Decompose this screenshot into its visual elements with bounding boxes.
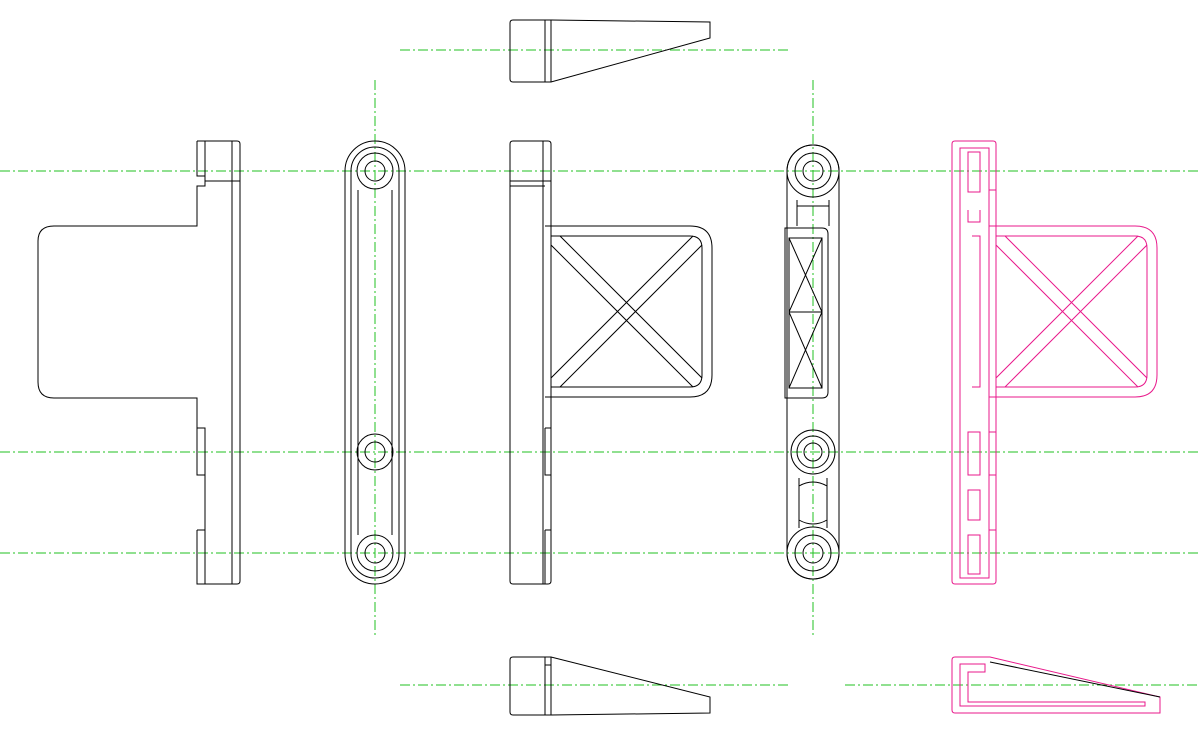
section-body-inner bbox=[959, 147, 990, 579]
centerlines bbox=[0, 49, 1200, 686]
end-view-bracket-inner bbox=[788, 237, 823, 389]
pivot-hole-mid bbox=[356, 433, 394, 471]
bracket-view-tab-top bbox=[510, 180, 551, 187]
section-edge-inner bbox=[959, 663, 1146, 707]
section-notch-low bbox=[967, 489, 981, 575]
end-view-hole-top bbox=[786, 144, 840, 198]
pivot-hole-bottom bbox=[356, 534, 394, 572]
side-view-outline bbox=[37, 140, 241, 585]
bracket-view-tab-low bbox=[544, 529, 551, 584]
side-view-tab-bottom-1 bbox=[196, 428, 205, 476]
bracket-view-body bbox=[509, 140, 552, 585]
bracket-frame-inner bbox=[550, 235, 703, 388]
section-tabs-right bbox=[989, 189, 996, 531]
edge-top-outline bbox=[509, 19, 711, 83]
section-edge-taper bbox=[989, 661, 1161, 698]
front-view-lever bbox=[344, 140, 406, 585]
section-frame-inner bbox=[995, 235, 1148, 388]
end-view-x-brace bbox=[788, 237, 823, 389]
bracket-frame-outer bbox=[545, 225, 713, 398]
lever-outline-outer bbox=[344, 140, 406, 585]
side-view bbox=[37, 140, 241, 585]
section-edge-view bbox=[951, 656, 1161, 714]
edge-view-top bbox=[509, 19, 711, 83]
section-frame-outer bbox=[989, 225, 1158, 398]
side-view-tab-top bbox=[196, 141, 240, 182]
section-notch-mid bbox=[967, 431, 981, 476]
side-view-with-bracket bbox=[509, 140, 713, 585]
bracket-view-tab-mid bbox=[544, 427, 551, 476]
section-notch-top bbox=[967, 151, 981, 223]
end-view bbox=[784, 144, 840, 580]
section-view bbox=[951, 140, 1158, 585]
end-view-hole-mid bbox=[790, 429, 836, 475]
end-view-slot-top bbox=[796, 200, 830, 226]
edge-bottom-outline bbox=[509, 656, 711, 716]
end-view-hole-bottom bbox=[786, 526, 840, 580]
edge-view-bottom bbox=[509, 656, 711, 716]
end-view-bracket bbox=[784, 227, 829, 399]
bracket-cross-brace bbox=[550, 235, 703, 388]
section-web bbox=[972, 235, 981, 388]
lever-outline-inner bbox=[350, 146, 400, 579]
side-view-tab-bottom-2 bbox=[196, 529, 205, 585]
section-edge-outline bbox=[951, 656, 1161, 714]
pivot-hole-top bbox=[356, 152, 394, 190]
section-cross-brace bbox=[995, 235, 1148, 388]
end-view-slot-low bbox=[798, 478, 828, 528]
section-body-outer bbox=[951, 140, 997, 585]
